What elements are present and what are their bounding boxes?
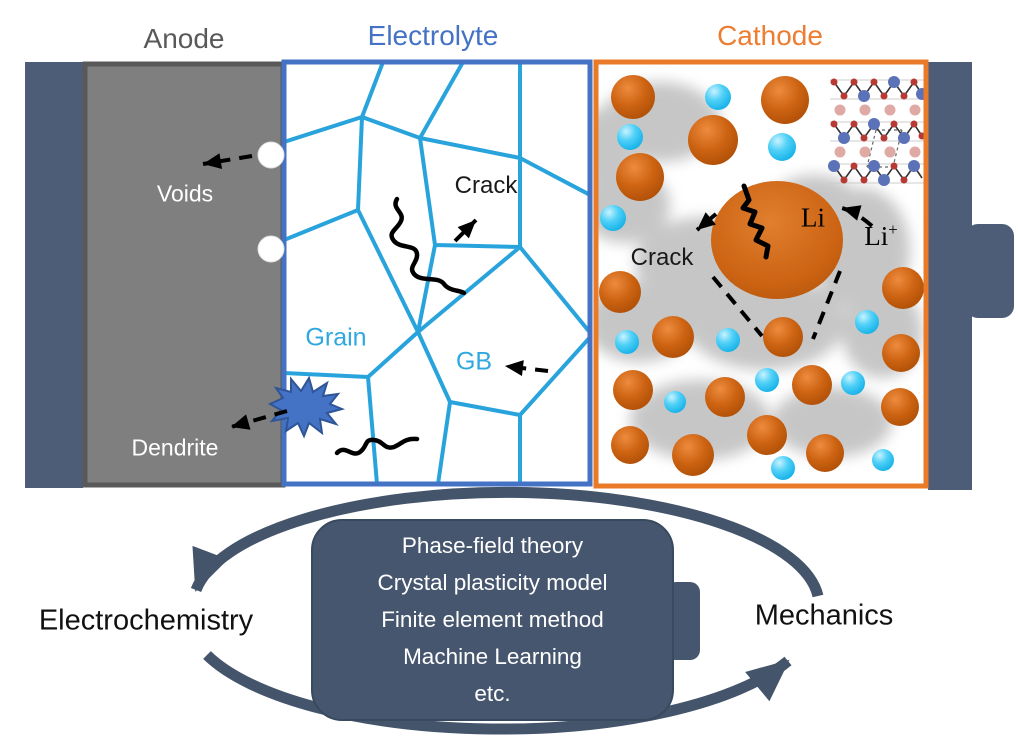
cathode-particle: [882, 334, 920, 372]
cathode-particle: [881, 388, 919, 426]
atomic-layers: [833, 80, 923, 182]
cathode-particle: [652, 316, 694, 358]
crack-squiggles: [334, 196, 467, 456]
li-label: Li: [801, 202, 825, 233]
crack-label-electrolyte: Crack: [454, 172, 518, 199]
methods-box-body: [311, 519, 674, 721]
cathode-particle: [611, 426, 649, 464]
grain-label: Grain: [305, 323, 367, 352]
electrolyte-bottom-squiggle: [334, 436, 420, 456]
right-current-collector: [928, 62, 972, 490]
grain-boundary-network: [284, 62, 590, 484]
methods-list: Phase-field theory Crystal plasticity mo…: [312, 528, 673, 712]
cathode-particle: [599, 271, 641, 313]
gb-label: GB: [455, 347, 493, 376]
li-ion-particle: [664, 391, 686, 413]
dendrite-star: [267, 375, 346, 439]
cathode-particle: [792, 365, 832, 405]
dendrite-arrow: [230, 409, 288, 430]
crack-label-cathode: Crack: [630, 244, 694, 271]
cathode-particle: [613, 370, 653, 410]
electrochemistry-label: Electrochemistry: [38, 604, 254, 637]
cathode-particle: [806, 434, 844, 472]
cathode-particle: [705, 377, 745, 417]
gb-arrow: [504, 360, 549, 377]
li-ion-particle: [768, 133, 796, 161]
cathode-border: [593, 59, 929, 489]
cathode-particle: [882, 267, 924, 309]
cathode-particle: [763, 317, 803, 357]
cathode-particle: [688, 115, 738, 165]
left-current-collector: [25, 62, 83, 488]
electrolyte-border: [281, 59, 593, 487]
li-ion-particle: [705, 84, 731, 110]
method-item: Crystal plasticity model: [377, 570, 608, 595]
method-item: Finite element method: [381, 607, 604, 632]
crack-arrow-electrolyte: [453, 218, 478, 243]
particle-crack-squiggle: [740, 183, 771, 260]
cathode-title: Cathode: [717, 20, 823, 51]
cathode-particle: [672, 434, 714, 476]
electrolyte-crack-squiggle: [389, 196, 467, 296]
right-terminal-tab: [966, 224, 1014, 318]
li-ion-particle: [755, 368, 779, 392]
li-ion-particle: [600, 205, 626, 231]
method-item: Machine Learning: [403, 644, 582, 669]
magnify-line-left: [711, 275, 764, 338]
electrolyte-title: Electrolyte: [367, 20, 499, 51]
method-item: Phase-field theory: [401, 533, 584, 558]
methods-box: [311, 519, 700, 721]
li-ion-label: Li+: [864, 220, 898, 251]
annotation-arrows: [202, 153, 874, 430]
cathode-particle: [747, 415, 787, 455]
li-ion-particle: [855, 310, 879, 334]
li-ion-particle: [716, 328, 740, 352]
cathode-particle: [616, 153, 664, 201]
coupling-cycle-arrows: [190, 486, 824, 735]
li-ion-particle: [617, 124, 643, 150]
cycle-arrow-bottom: [203, 651, 792, 735]
cathode-particle: [761, 76, 809, 124]
li-ion-particle: [872, 449, 894, 471]
li-ion-particle: [615, 330, 639, 354]
anode-title: Anode: [143, 23, 225, 54]
cathode-particles: [599, 75, 924, 476]
li-ion-particles: [600, 84, 894, 480]
anode-region: [82, 61, 286, 488]
method-item: etc.: [474, 681, 511, 706]
dendrite-label: Dendrite: [131, 434, 219, 461]
voids-label: Voids: [156, 180, 214, 207]
cracked-cathode-particle: [711, 181, 843, 299]
li-insertion-arrow: [841, 205, 874, 228]
crack-arrow-cathode: [695, 212, 718, 232]
cycle-arrow-top: [190, 486, 824, 598]
li-ion-particle: [841, 371, 865, 395]
cathode-particle: [611, 75, 655, 119]
methods-box-tab: [666, 582, 700, 660]
void-circle: [257, 235, 285, 263]
mechanics-label: Mechanics: [754, 599, 894, 632]
voids-arrow: [202, 153, 253, 169]
void-circle: [257, 141, 285, 169]
li-ion-particle: [771, 456, 795, 480]
magnify-line-right: [811, 270, 842, 340]
